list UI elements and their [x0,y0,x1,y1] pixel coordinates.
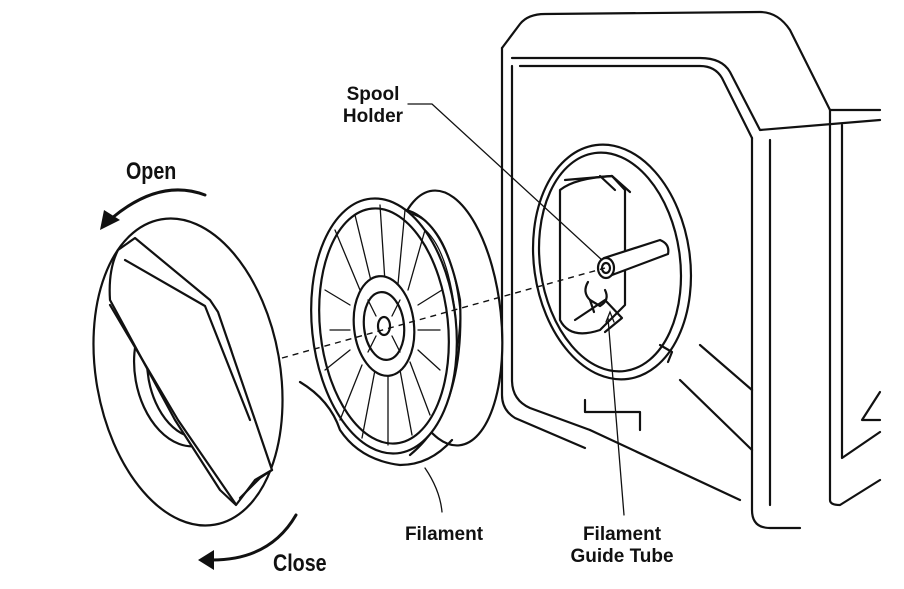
leader-lines [407,103,625,516]
label-spool-holder: Spool Holder [330,84,416,128]
alignment-axis [281,267,606,359]
close-arrow-icon [198,513,298,570]
label-spool-holder-line1: Spool [346,84,400,105]
spool-cover [92,217,284,527]
label-open: Open [126,158,177,185]
label-guide-tube-line2: Guide Tube [570,546,674,567]
label-filament: Filament [404,524,484,545]
filament-spool [298,189,504,467]
label-spool-holder-line2: Holder [342,106,404,127]
label-close: Close [273,550,327,577]
open-arrow-icon [100,188,207,230]
label-filament-guide-tube: Filament Guide Tube [560,524,684,568]
printer-body [500,10,882,530]
label-guide-tube-line1: Filament [582,524,662,545]
